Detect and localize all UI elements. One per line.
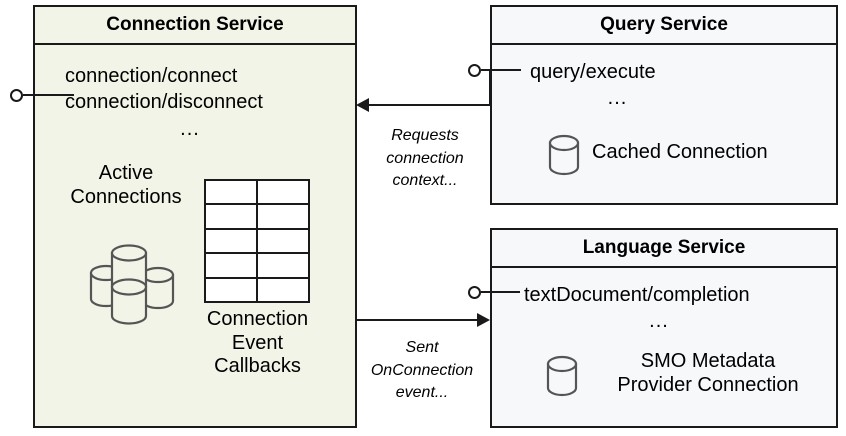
endpoint-query-execute: query/execute [530, 61, 656, 83]
table-cell [206, 181, 258, 204]
table-cell [258, 254, 308, 276]
connection-event-callbacks-line-1: Connection [206, 308, 309, 330]
edge-label-line-2: OnConnection [370, 361, 474, 379]
table-cell [206, 254, 258, 277]
table-cell [258, 230, 308, 252]
edge-label-line-3: event... [395, 384, 449, 402]
language-service-ellipsis: ... [649, 310, 669, 333]
cached-connection-line-1: Cached Connection [592, 141, 768, 163]
connection-service-endpoints: connection/connect connection/disconnect… [65, 63, 345, 142]
language-service-endpoints: textDocument/completion ... [524, 282, 830, 335]
table-cell [258, 279, 308, 301]
lollipop-interface-icon-connection-service[interactable] [10, 89, 23, 102]
arrow-connection-to-language-horizontal [357, 319, 478, 321]
arrow-query-to-connection-vertical [489, 70, 491, 106]
table-row [206, 278, 308, 302]
component-query-service[interactable]: Query Service query/execute ... Cached C… [490, 5, 838, 205]
database-cylinder-icon [545, 353, 579, 399]
connector-line-language-service-port [481, 291, 520, 293]
connection-service-body: connection/connect connection/disconnect… [35, 45, 355, 426]
edge-label-line-3: context... [392, 172, 458, 190]
connection-event-callbacks-line-3: Callbacks [214, 355, 301, 378]
connector-line-query-service-port [481, 69, 521, 71]
table-cell [206, 278, 258, 302]
table-row [206, 181, 308, 206]
endpoint-connection-connect: connection/connect [65, 65, 238, 87]
connection-service-title: Connection Service [35, 7, 355, 45]
arrowhead-left-connection-service [356, 98, 369, 112]
smo-metadata-line-2: Provider Connection [617, 373, 799, 396]
lollipop-interface-icon-language-service[interactable] [468, 286, 481, 299]
active-connections-label: Active Connections [47, 162, 205, 209]
query-service-body: query/execute ... Cached Connection [492, 45, 836, 203]
edge-label-line-2: connection [386, 149, 464, 167]
table-cell [206, 205, 258, 228]
edge-label-requests-connection-context: Requests connection context... [365, 125, 485, 193]
arrow-query-to-connection-horizontal [368, 104, 490, 106]
query-service-ellipsis: ... [607, 87, 628, 110]
table-cell [258, 181, 308, 203]
lollipop-interface-icon-query-service[interactable] [468, 64, 481, 77]
endpoint-connection-disconnect: connection/disconnect [65, 91, 263, 114]
endpoint-textdocument-completion: textDocument/completion [524, 284, 750, 306]
component-language-service[interactable]: Language Service textDocument/completion… [490, 228, 838, 428]
arrowhead-right-language-service [477, 313, 490, 327]
smo-metadata-provider-connection-label: SMO Metadata Provider Connection [589, 350, 827, 397]
connector-line-connection-service-port [23, 94, 74, 96]
edge-label-line-1: Sent [405, 339, 439, 356]
table-grid-icon [204, 179, 310, 303]
active-connections-label-line-2: Connections [70, 185, 182, 208]
table-row [206, 205, 308, 230]
edge-label-sent-onconnection-event: Sent OnConnection event... [358, 337, 486, 405]
connection-event-callbacks-line-2: Event [231, 331, 284, 354]
edge-label-line-1: Requests [391, 127, 459, 144]
table-row [206, 229, 308, 255]
smo-metadata-line-1: SMO Metadata [640, 350, 776, 372]
language-service-title: Language Service [492, 230, 836, 268]
table-cell [206, 229, 258, 253]
database-cylinder-icon [547, 132, 581, 178]
query-service-title: Query Service [492, 7, 836, 45]
component-connection-service[interactable]: Connection Service connection/connect co… [33, 5, 357, 428]
connection-event-callbacks-label: Connection Event Callbacks [185, 308, 330, 379]
cached-connection-label: Cached Connection [592, 141, 822, 165]
table-cell [258, 205, 308, 227]
active-connections-label-line-1: Active [98, 162, 154, 184]
query-service-endpoints: query/execute ... [530, 59, 826, 112]
table-row [206, 254, 308, 279]
connection-service-ellipsis: ... [180, 117, 200, 140]
language-service-body: textDocument/completion ... SMO Metadata… [492, 268, 836, 426]
database-cluster-icon [83, 240, 183, 326]
